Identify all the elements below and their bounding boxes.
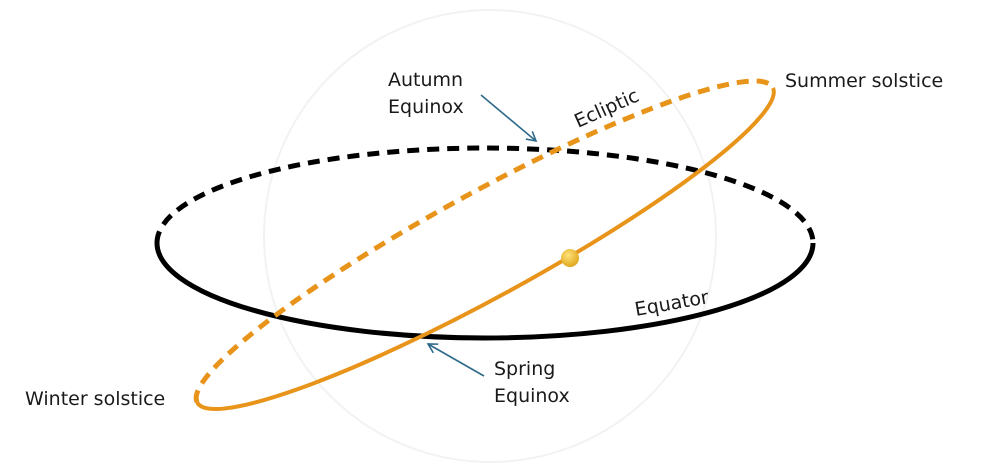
- autumn-equinox-arrow: [480, 94, 538, 143]
- autumn-equinox-label-line1: Autumn: [388, 69, 463, 91]
- sun-icon: [561, 249, 579, 267]
- equator-front: [154, 242, 816, 341]
- celestial-sphere-outline: [263, 9, 717, 463]
- summer-solstice-label: Summer solstice: [785, 70, 943, 92]
- ecliptic-back-dashed: [193, 78, 776, 404]
- spring-equinox-label-line2: Equinox: [494, 385, 570, 407]
- winter-solstice-label: Winter solstice: [25, 388, 165, 410]
- equator-back-dashed: [154, 145, 816, 244]
- autumn-equinox-label-line2: Equinox: [388, 96, 464, 118]
- spring-equinox-label-line1: Spring: [494, 358, 555, 380]
- spring-equinox-arrow: [426, 343, 485, 377]
- ecliptic-front: [195, 87, 776, 411]
